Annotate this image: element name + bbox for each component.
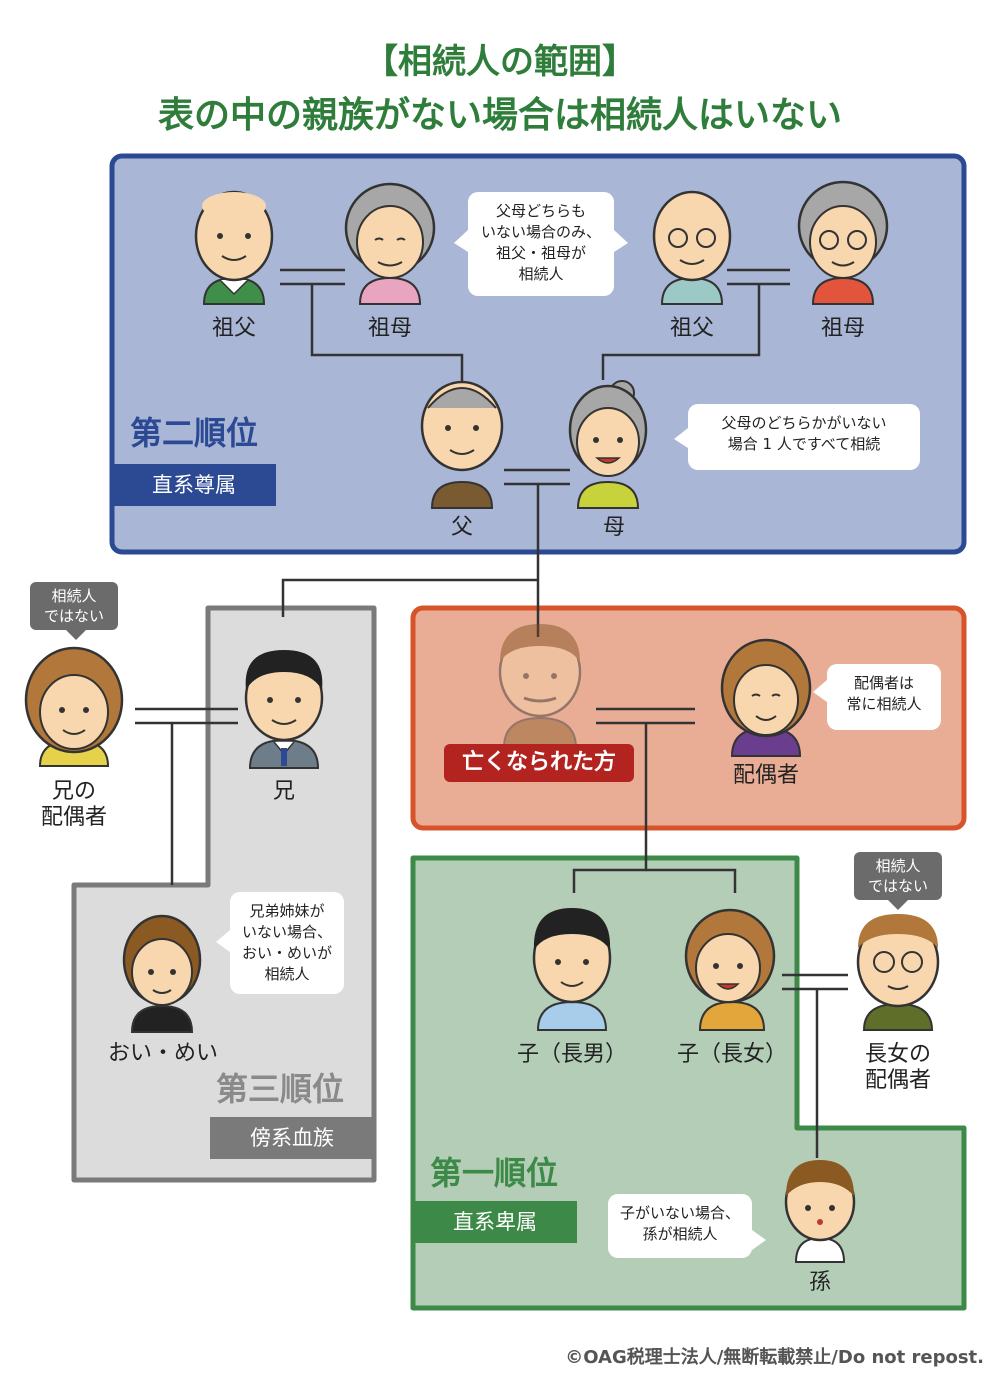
rank-first: 第一順位 bbox=[430, 1154, 559, 1192]
label-brother-spouse-line1: 兄の bbox=[51, 779, 96, 804]
person-daughter-icon bbox=[684, 908, 776, 1031]
label-grandmother-maternal: 祖母 bbox=[820, 316, 865, 341]
title-line-2: 表の中の親族がない場合は相続人はいない bbox=[157, 95, 842, 136]
rank-third: 第三順位 bbox=[216, 1070, 345, 1108]
bubble-not-heir-daughter-spouse: 相続人 ではない bbox=[854, 852, 942, 900]
label-deceased: 亡くなられた方 bbox=[444, 744, 634, 782]
category-first: 直系卑属 bbox=[413, 1201, 577, 1243]
label-daughter-spouse-line1: 長女の bbox=[864, 1042, 931, 1067]
label-brother-spouse: 兄の 配偶者 bbox=[24, 779, 124, 831]
person-daughter-spouse-icon bbox=[856, 914, 940, 1031]
person-father-icon bbox=[420, 380, 504, 509]
title-line-1: 【相続人の範囲】 bbox=[364, 42, 636, 82]
label-brother-spouse-line2: 配偶者 bbox=[40, 805, 107, 830]
label-grandchild: 孫 bbox=[808, 1270, 831, 1295]
label-daughter: 子（長女） bbox=[676, 1042, 787, 1067]
person-grandmother-paternal-icon bbox=[344, 182, 436, 305]
label-grandfather-maternal: 祖父 bbox=[669, 316, 714, 341]
bubble-parents: 父母のどちらかがいない 場合 1 人ですべて相続 bbox=[688, 404, 920, 470]
label-brother: 兄 bbox=[272, 779, 295, 804]
bubble-not-heir-brother-spouse: 相続人 ではない bbox=[30, 582, 118, 630]
copyright-notice: ©OAG税理士法人/無断転載禁止/Do not repost. bbox=[565, 1347, 984, 1368]
connector-lines bbox=[135, 268, 848, 1158]
category-third: 傍系血族 bbox=[210, 1117, 374, 1159]
person-grandmother-maternal-icon bbox=[797, 180, 889, 305]
label-grandfather-paternal: 祖父 bbox=[211, 316, 256, 341]
person-spouse-icon bbox=[720, 638, 812, 757]
category-second: 直系尊属 bbox=[112, 464, 276, 506]
label-spouse: 配偶者 bbox=[732, 763, 799, 788]
bubble-grandparents: 父母どちらも いない場合のみ、 祖父・祖母が 相続人 bbox=[468, 192, 614, 296]
person-grandfather-paternal-icon bbox=[194, 190, 274, 305]
person-grandchild-icon bbox=[784, 1160, 856, 1263]
person-nephew-niece-icon bbox=[122, 914, 202, 1033]
label-nephew-niece: おい・めい bbox=[107, 1041, 218, 1066]
bubble-siblings: 兄弟姉妹が いない場合、 おい・めいが 相続人 bbox=[230, 892, 344, 994]
person-brother-icon bbox=[244, 650, 324, 769]
label-daughter-spouse-line2: 配偶者 bbox=[864, 1068, 931, 1093]
label-father: 父 bbox=[450, 515, 473, 540]
bubble-grandchild: 子がいない場合、 孫が相続人 bbox=[608, 1194, 752, 1258]
label-daughter-spouse: 長女の 配偶者 bbox=[848, 1042, 948, 1094]
label-mother: 母 bbox=[602, 515, 625, 540]
bubble-tails bbox=[216, 230, 827, 1250]
rank-second: 第二順位 bbox=[130, 414, 259, 452]
person-deceased-icon bbox=[498, 624, 582, 749]
person-brother-spouse-icon bbox=[24, 646, 124, 767]
person-mother-icon bbox=[568, 380, 648, 509]
bubble-spouse: 配偶者は 常に相続人 bbox=[827, 664, 941, 730]
label-grandmother-paternal: 祖母 bbox=[367, 316, 412, 341]
person-son-icon bbox=[532, 908, 612, 1031]
label-son: 子（長男） bbox=[516, 1042, 627, 1067]
person-grandfather-maternal-icon bbox=[652, 190, 732, 305]
